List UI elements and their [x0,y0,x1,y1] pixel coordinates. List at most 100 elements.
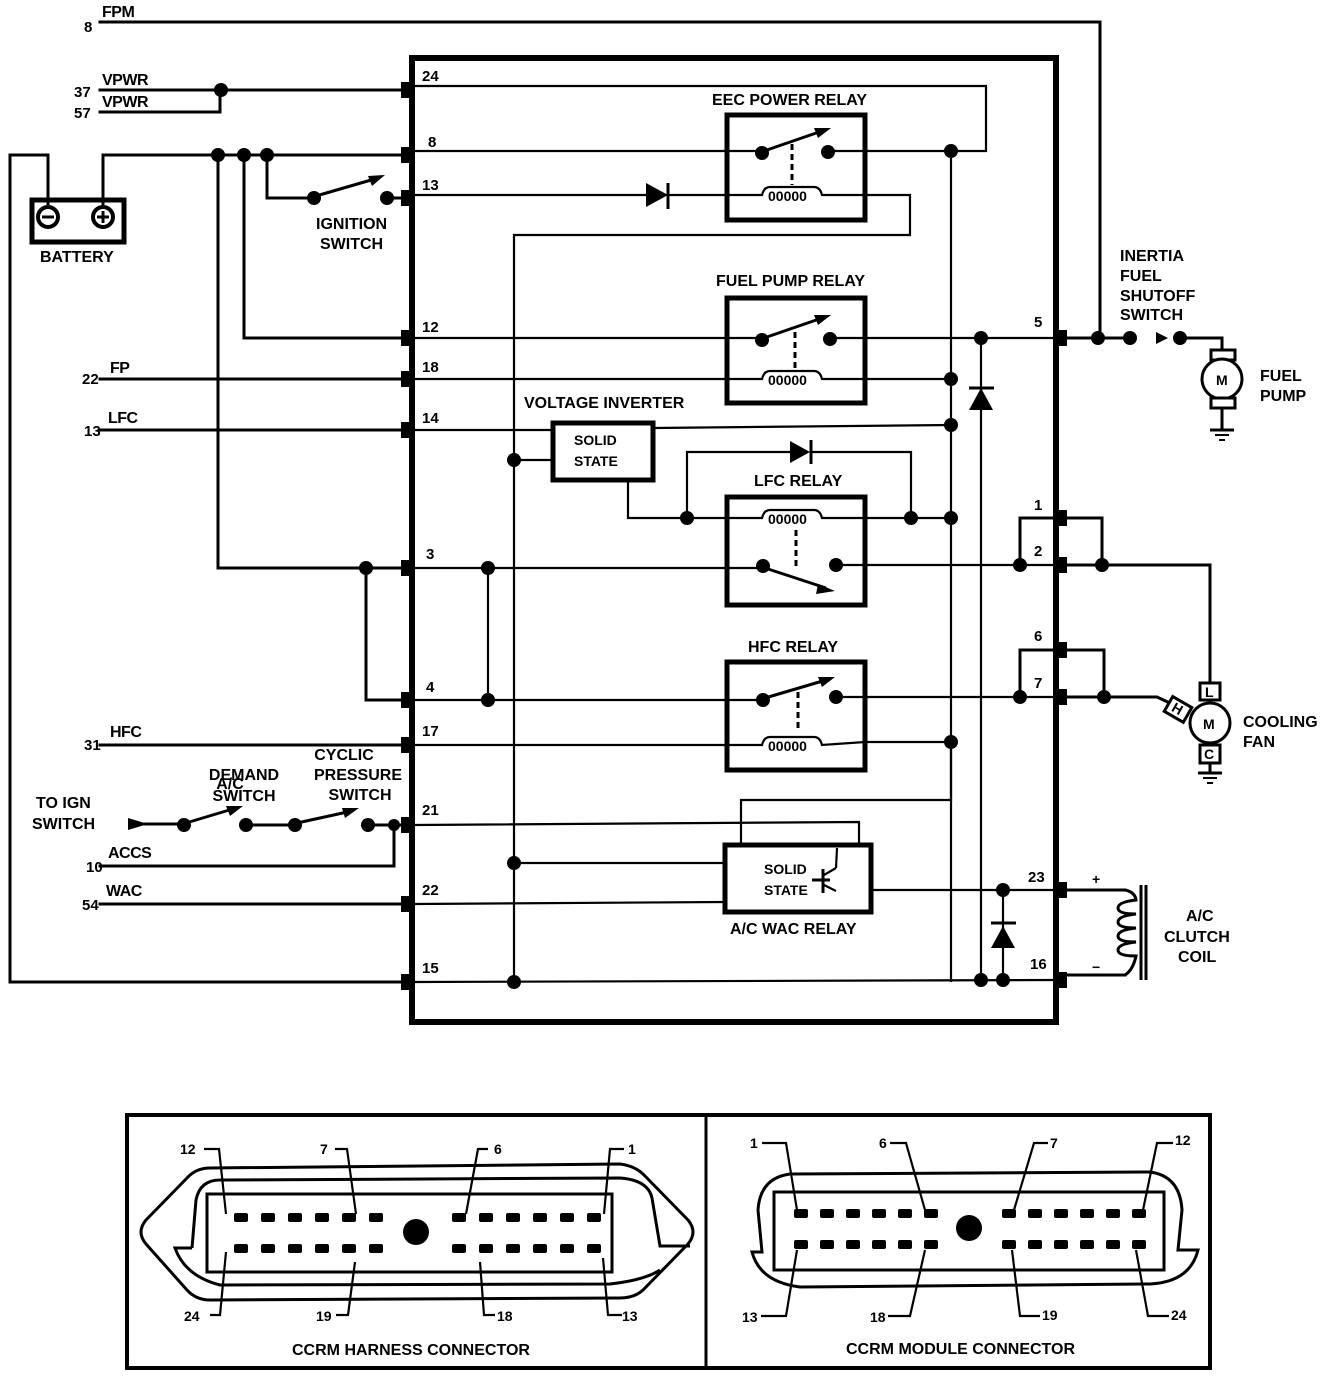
connector-pin [1002,1240,1016,1249]
wire-name: FP [110,360,130,377]
pin-24 [401,82,415,98]
connector-pin [794,1209,808,1218]
pin-label: 13 [742,1309,758,1325]
cooling-fan-label-1: COOLING [1243,714,1318,731]
connector-pin [234,1213,248,1222]
pin-label: 4 [426,679,435,696]
connector-pin [898,1209,912,1218]
connector-pin [479,1244,493,1253]
coil-icon: 00000 [768,372,807,388]
coil-icon: 00000 [768,511,807,527]
pin-label: 8 [428,134,436,151]
wire-name: VPWR [102,72,149,89]
wire-name: VPWR [102,94,149,111]
wire-number: 57 [74,105,91,122]
pin-21 [401,817,415,833]
connector-pin [234,1244,248,1253]
coil-icon: 00000 [768,738,807,754]
ground-icon [1210,428,1234,441]
connector-pin [587,1213,601,1222]
junction-dot [507,453,521,467]
connector-pin [315,1213,329,1222]
connector-pin [452,1244,466,1253]
inertia-label-4: SWITCH [1120,307,1183,324]
pin-label: 1 [1034,497,1042,514]
connector-pin [342,1213,356,1222]
pin-label: 13 [622,1308,638,1324]
wire-number: 54 [82,897,99,914]
solid-state-label-1: SOLID [574,432,617,448]
connector-pin [1106,1240,1120,1249]
pin-label: 7 [1050,1135,1058,1151]
wire-name: FPM [102,4,134,21]
pin-3 [401,560,415,576]
wire-vpwr: 37 VPWR 57 VPWR [74,72,414,122]
cyclic-pressure-label-2: PRESSURE [314,767,402,784]
terminal-l-label: L [1205,684,1214,700]
pin-label: 6 [494,1141,502,1157]
clutch-label-2: CLUTCH [1164,929,1230,946]
pin-label: 6 [1034,628,1042,645]
lfc-relay: LFC RELAY 00000 [724,473,868,608]
diode-icon [969,386,994,410]
wire-lfc: 13 LFC [84,410,414,440]
ac-demand-label-2: DEMAND [209,767,279,784]
plus-label: + [1092,871,1100,887]
connector-pin [506,1213,520,1222]
ground-wire [8,153,414,984]
connector-pin [898,1240,912,1249]
pin-label: 14 [422,410,439,427]
module-connector-title: CCRM MODULE CONNECTOR [846,1341,1075,1358]
wire-fp: 22 FP [82,360,414,388]
battery-positive-wire [101,153,414,209]
wire-accs: 10 ACCS [86,823,396,876]
junction-dot [944,144,958,158]
wire-number: 13 [84,423,101,440]
wire-name: ACCS [108,845,152,862]
pin-label: 5 [1034,314,1042,331]
connector-pin [1054,1209,1068,1218]
wire-number: 10 [86,859,103,876]
harness-pins [234,1213,601,1253]
ccrm-module-outline [409,55,1059,1025]
pin-label: 12 [422,319,439,336]
connector-pin [846,1209,860,1218]
connector-pin [533,1244,547,1253]
ac-demand-label-1: A/C [216,776,244,793]
voltage-inverter-label: VOLTAGE INVERTER [524,395,685,412]
pin-label: 7 [1034,675,1042,692]
wire-fpm: 8 FPM [84,4,1102,340]
internal-wire-pin22 [414,900,726,906]
motor-icon [1188,701,1232,745]
pin-13 [401,190,415,206]
connector-pin [1080,1240,1094,1249]
connector-pin [1002,1209,1016,1218]
pin-15 [401,974,415,990]
module-leaders: 1 6 7 12 13 18 19 24 CCRM MODULE CONNECT… [742,1132,1191,1358]
terminal-c-label: C [1204,746,1214,762]
transistor-icon [812,847,839,893]
pin-label: 22 [422,882,439,899]
coil-icon [1116,888,1138,977]
ac-clutch-coil: + − A/C CLUTCH COIL [1057,871,1230,980]
connector-pin [452,1213,466,1222]
ccrm-module-connector [750,1170,1200,1289]
connector-pin [369,1244,383,1253]
connector-pin [506,1244,520,1253]
junction-dot [359,561,373,575]
wac-solid-state-label-2: STATE [764,882,808,898]
wire-name: LFC [108,410,139,427]
pin-label: 1 [628,1141,636,1157]
hfc-relay-label: HFC RELAY [748,639,838,656]
connector-pin [560,1244,574,1253]
diode-icon [991,921,1016,948]
left-pins: 24 8 13 12 18 14 3 4 17 21 22 15 [401,68,439,990]
pin-label: 21 [422,802,439,819]
pin-label: 15 [422,960,439,977]
internal-wire-pin24 [415,84,988,153]
ignition-switch: IGNITION SWITCH [265,153,414,253]
voltage-inverter: VOLTAGE INVERTER SOLID STATE [524,395,685,483]
internal-wire [739,742,953,845]
pin-label: 16 [1030,956,1047,973]
